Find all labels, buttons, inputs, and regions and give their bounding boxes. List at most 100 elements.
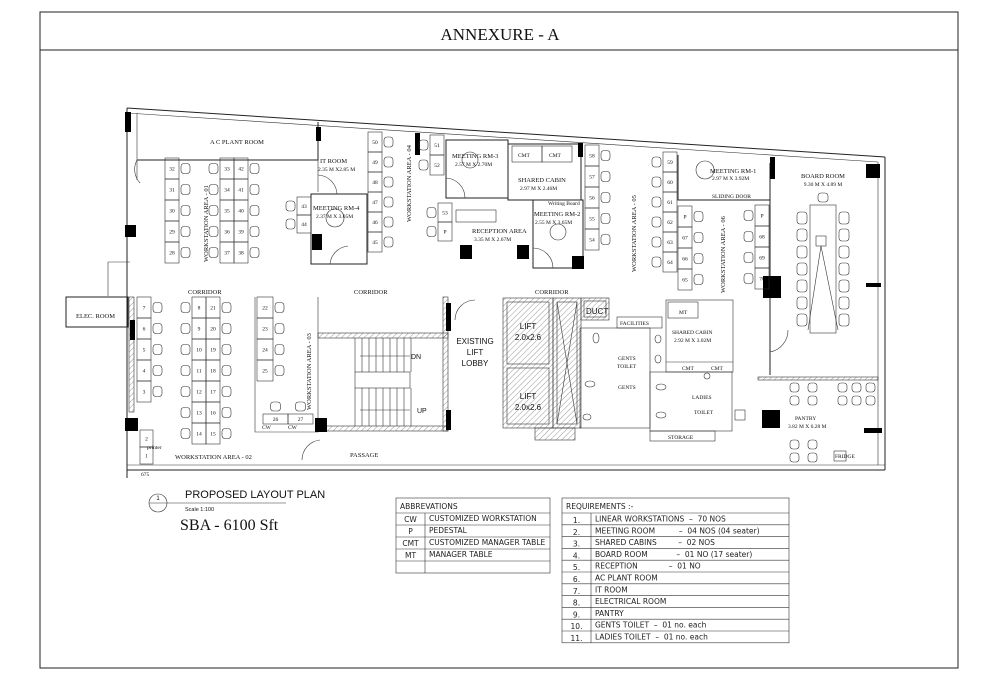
requirement-row: 7.IT ROOM xyxy=(573,585,628,596)
desk-number: 29 xyxy=(169,230,175,236)
desk-number: 35 xyxy=(224,209,230,215)
chair-icon xyxy=(221,428,232,439)
chair-icon xyxy=(249,184,260,195)
desk-number: 49 xyxy=(372,160,378,166)
reception-area: RECEPTION AREA 3.35 M X 2.67M xyxy=(455,209,529,259)
desk-number: 17 xyxy=(210,390,216,396)
meeting-room-2: MEETING RM-2 2.55 M X 3.65M Writing Boar… xyxy=(532,199,584,269)
chair-icon xyxy=(208,226,219,237)
requirement-text: BOARD ROOM – 01 NO (17 seater) xyxy=(595,550,752,559)
plan-title: PROPOSED LAYOUT PLAN xyxy=(185,489,325,501)
requirement-number: 4. xyxy=(573,551,580,560)
sheet-border xyxy=(39,11,959,669)
chair-icon xyxy=(865,395,876,406)
requirement-number: 3. xyxy=(573,540,580,549)
requirement-row: 9.PANTRY xyxy=(573,609,624,620)
writing-board-label: Writing Board xyxy=(548,201,580,207)
desk-number: 15 xyxy=(210,432,216,438)
desk-column: 53P xyxy=(426,202,453,242)
chair-icon xyxy=(285,200,296,212)
desk-number: 61 xyxy=(667,200,673,206)
chair-icon xyxy=(383,196,394,208)
desk-number: 21 xyxy=(210,306,216,312)
requirement-number: 9. xyxy=(573,610,580,619)
meeting-room-3: MEETING RM-3 2.57 M X 2.70M xyxy=(445,139,509,199)
label-board-room-size: 9.30 M X 4.89 M xyxy=(804,182,843,188)
desk-number: 16 xyxy=(210,411,216,417)
chair-icon xyxy=(152,323,163,334)
chair-icon xyxy=(600,213,611,224)
workstation-desk xyxy=(754,267,770,290)
chair-icon xyxy=(796,211,808,225)
chair-icon xyxy=(426,207,437,218)
label-board-room: BOARD ROOM xyxy=(801,173,845,180)
chair-icon xyxy=(789,382,800,393)
desk-number: P xyxy=(760,214,763,220)
desk-number: 66 xyxy=(682,257,688,263)
lift-2-label: LIFT xyxy=(520,392,537,401)
label-facilities: FACILITIES xyxy=(620,321,649,327)
desk-number: 33 xyxy=(224,167,230,173)
chair-icon xyxy=(152,365,163,376)
chair-icon xyxy=(807,439,818,450)
chair-icon xyxy=(180,247,191,258)
chair-icon xyxy=(789,439,800,450)
cw-label: CW xyxy=(262,425,272,431)
desk-number: 36 xyxy=(224,230,230,236)
chair-icon xyxy=(651,236,662,248)
label-meeting-room-3: MEETING RM-3 xyxy=(452,153,498,160)
label-workstation-area-06: WORKSTATION AREA - 06 xyxy=(720,215,727,293)
desk-number: 1 xyxy=(145,454,148,460)
desk-number: 37 xyxy=(224,251,230,257)
chair-icon xyxy=(274,344,285,355)
chair-icon xyxy=(249,205,260,216)
existing-lift-lobby: EXISTING LIFT LOBBY xyxy=(454,299,494,368)
workstation-desk xyxy=(296,214,312,234)
desk-number: 52 xyxy=(434,163,440,169)
abbreviation-meaning: CUSTOMIZED WORKSTATION xyxy=(429,514,537,523)
requirement-text: MEETING ROOM – 04 NOS (04 seater) xyxy=(595,526,760,535)
chair-icon xyxy=(693,232,704,243)
sliding-door-label[interactable]: SLIDING DOOR xyxy=(712,194,751,200)
printer-label: printer xyxy=(147,445,162,451)
workstation-desk xyxy=(437,221,453,242)
requirement-number: 10. xyxy=(571,622,583,631)
desk-number: 67 xyxy=(682,236,688,242)
chair-icon xyxy=(851,382,862,393)
requirement-text: LINEAR WORKSTATIONS – 70 NOS xyxy=(595,515,726,524)
label-shared-cabin-1-size: 2.97 M X 2.46M xyxy=(520,186,557,192)
desk-number: 26 xyxy=(273,417,279,423)
chair-icon xyxy=(837,382,848,393)
chair-icon xyxy=(180,323,191,334)
fridge-label: FRIDGE xyxy=(835,454,856,460)
ladies-toilet: LADIES TOILET STORAGE xyxy=(649,371,733,442)
chair-icon xyxy=(651,216,662,228)
requirement-row: 3. SHARED CABINS – 02 NOS xyxy=(573,538,715,549)
desk-number: 47 xyxy=(372,200,378,206)
requirement-text: ELECTRICAL ROOM xyxy=(595,597,666,606)
desk-number: 39 xyxy=(238,230,244,236)
duct-label: DUCT xyxy=(586,307,608,316)
label-ladies-2: TOILET xyxy=(694,410,714,416)
chair-icon xyxy=(426,226,437,237)
desk-number: 45 xyxy=(372,240,378,246)
chair-icon xyxy=(221,344,232,355)
chair-icon xyxy=(600,150,611,161)
chair-icon xyxy=(383,236,394,248)
requirements-table: REQUIREMENTS :-1.LINEAR WORKSTATIONS – 7… xyxy=(561,497,790,644)
sba-area: SBA - 6100 Sft xyxy=(180,517,279,534)
chair-icon xyxy=(807,395,818,406)
requirement-text: SHARED CABINS – 02 NOS xyxy=(595,538,715,547)
chair-icon xyxy=(180,428,191,439)
chair-icon xyxy=(651,176,662,188)
label-workstation-area-02: WORKSTATION AREA - 02 xyxy=(175,454,252,461)
desk-number: 42 xyxy=(238,167,244,173)
